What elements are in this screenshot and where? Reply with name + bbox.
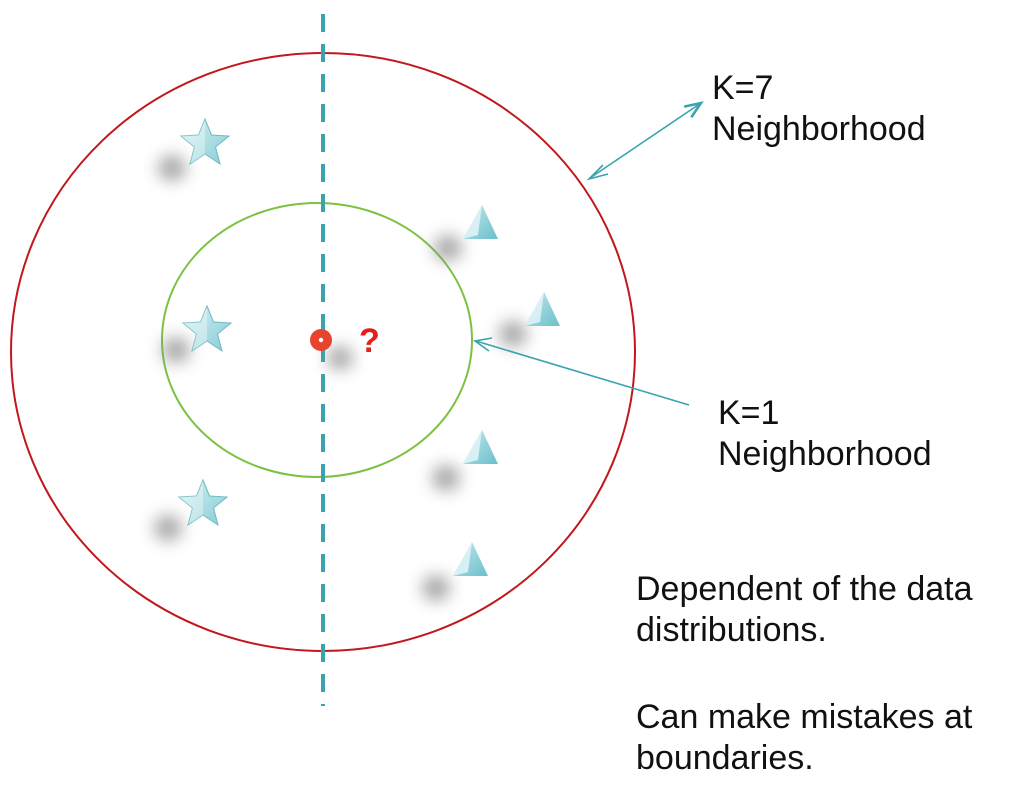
triangle-marker <box>453 542 488 576</box>
caption-boundary-mistakes: Can make mistakes at boundaries. <box>636 698 973 777</box>
marker-shadows <box>154 155 527 601</box>
triangle-marker <box>463 430 498 464</box>
k1-neighborhood-circle <box>161 202 473 478</box>
caption-data-distribution: Dependent of the data distributions. <box>636 570 973 649</box>
k1-callout-arrow <box>475 340 690 406</box>
triangle-marker <box>463 205 498 239</box>
query-point-center <box>318 337 324 343</box>
star-marker <box>179 117 231 166</box>
star-marker <box>177 478 229 527</box>
k1-neighborhood-label: K=1 Neighborhood <box>718 394 932 473</box>
k7-neighborhood-label: K=7 Neighborhood <box>712 69 926 148</box>
triangle-marker <box>525 292 560 326</box>
k7-callout-arrow <box>589 103 701 179</box>
query-label: ? <box>359 322 380 360</box>
k1-arrowhead <box>472 337 493 352</box>
star-marker <box>181 304 233 353</box>
k7-arrowhead <box>586 164 609 181</box>
